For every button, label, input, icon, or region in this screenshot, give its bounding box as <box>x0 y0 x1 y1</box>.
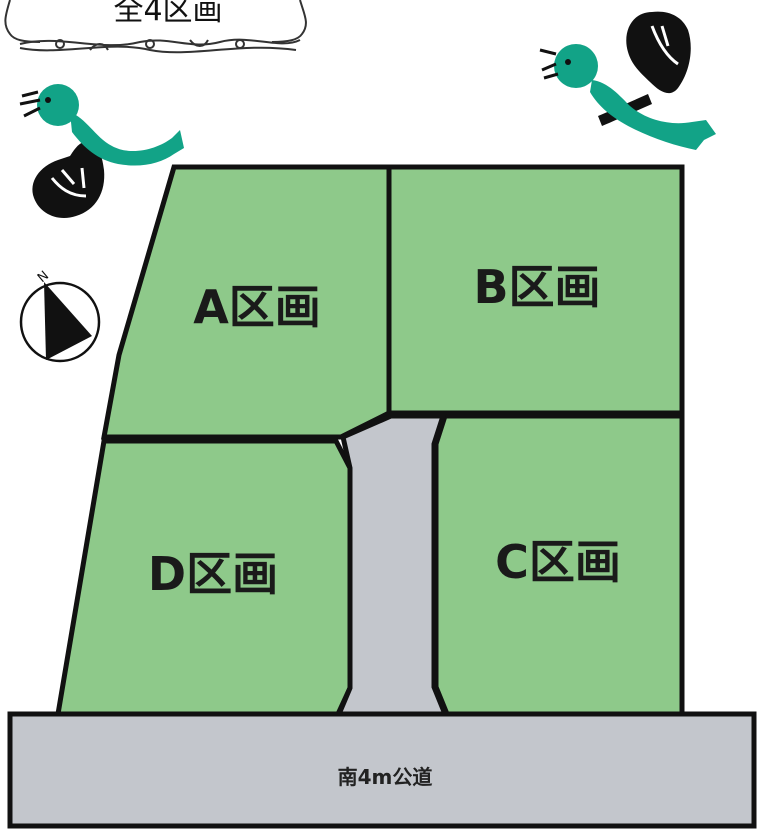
decorative-bird-right-icon <box>539 11 716 150</box>
lot-c-label: C区画 <box>495 535 621 589</box>
plan-title: 全4区画 <box>113 0 222 28</box>
road-label: 南4m公道 <box>338 765 433 789</box>
lot-b <box>386 164 685 416</box>
north-arrow-compass-icon: N <box>19 268 101 363</box>
title-frame: 全4区画 <box>4 0 307 54</box>
vine-ornament-icon <box>4 0 307 54</box>
decorative-bird-left-icon <box>19 84 184 218</box>
lot-d-label: D区画 <box>148 547 278 601</box>
lot-a-label: A区画 <box>193 280 321 334</box>
access-driveway <box>335 413 449 717</box>
public-road <box>7 711 757 829</box>
lot-b-label: B区画 <box>473 260 600 314</box>
